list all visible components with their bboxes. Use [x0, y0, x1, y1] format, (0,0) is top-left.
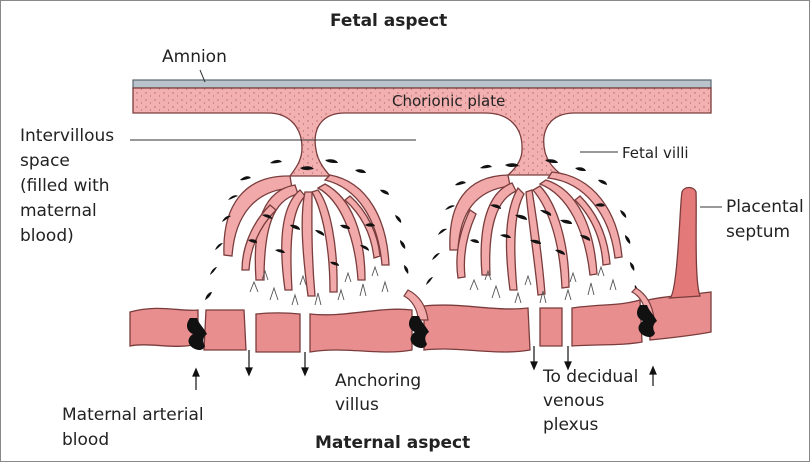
decidual-label-2: venous: [543, 390, 604, 412]
placental-septum-label-1: Placental: [726, 196, 804, 218]
decidual-label-3: plexus: [543, 414, 598, 436]
amnion-layer: [133, 80, 711, 88]
villus-tree-right: [450, 172, 622, 295]
intervillous-label-3: (filled with: [20, 175, 110, 197]
intervillous-label-5: blood): [20, 225, 74, 247]
anchoring-villus-label-1: Anchoring: [335, 370, 421, 392]
decidual-label-1: To decidual: [543, 366, 638, 388]
placental-septum: [670, 188, 700, 299]
placental-septum-label-2: septum: [726, 221, 790, 243]
intervillous-label-2: space: [20, 150, 70, 172]
fetal-aspect-title: Fetal aspect: [330, 10, 447, 32]
anchoring-villus-label-2: villus: [335, 394, 379, 416]
villus-tree-left: [224, 175, 389, 296]
intervillous-label-4: maternal: [20, 200, 97, 222]
fetal-villi-label: Fetal villi: [622, 142, 689, 164]
chorionic-plate-label: Chorionic plate: [392, 90, 505, 112]
maternal-arterial-label-1: Maternal arterial: [62, 404, 204, 426]
amnion-label: Amnion: [162, 46, 227, 68]
maternal-aspect-title: Maternal aspect: [315, 432, 470, 454]
intervillous-label-1: Intervillous: [20, 125, 114, 147]
maternal-arterial-label-2: blood: [62, 429, 109, 451]
